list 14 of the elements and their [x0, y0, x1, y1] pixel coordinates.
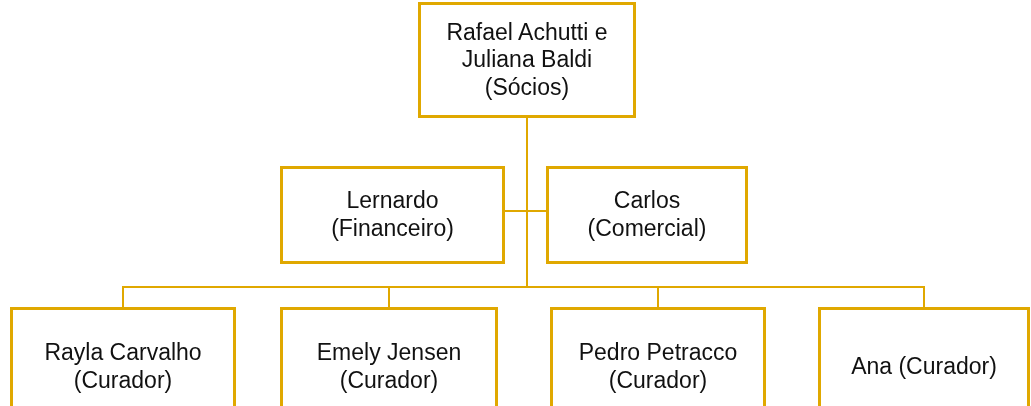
org-box [418, 2, 636, 118]
org-box [546, 166, 748, 264]
person-role: Ana (Curador) [851, 353, 997, 381]
person-role: Carlos (Comercial) [586, 187, 708, 243]
org-box [280, 166, 505, 264]
person-role: Rafael Achutti e Juliana Baldi (Sócios) [445, 18, 609, 102]
org-box [550, 307, 766, 406]
person-role: Emely Jensen (Curador) [315, 339, 463, 395]
org-box [818, 307, 1030, 406]
org-box [10, 307, 236, 406]
person-role: Rayla Carvalho (Curador) [43, 339, 203, 395]
person-role: Lernardo (Financeiro) [330, 187, 455, 243]
person-role: Pedro Petracco (Curador) [577, 339, 739, 395]
org-box [280, 307, 498, 406]
